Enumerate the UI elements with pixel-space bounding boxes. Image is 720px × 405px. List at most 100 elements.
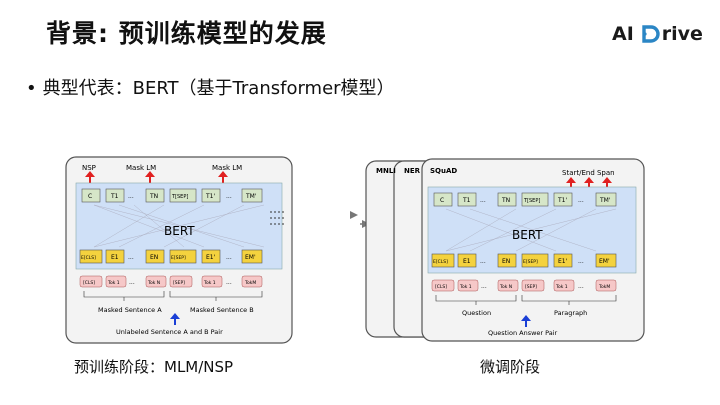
output-token-label: T1' [557, 197, 567, 204]
pretrain-diagram: NSP Mask LM Mask LM BERT C T1 ... TN T[S… [65, 156, 293, 344]
embedding-token-label: E1' [206, 254, 216, 261]
input-token [79, 275, 103, 288]
nsp-arrow-icon [85, 171, 95, 183]
output-token-label: T1' [205, 193, 215, 200]
output-token-label: C [440, 197, 444, 204]
input-token [553, 279, 575, 292]
masked-sentence-b: Masked Sentence B [190, 306, 254, 314]
input-arrow-icon [170, 313, 180, 325]
embedding-token [241, 249, 263, 264]
output-token-label: T1 [462, 197, 471, 204]
output-token [241, 188, 263, 203]
output-token-label: T[SEP] [171, 194, 188, 200]
input-arrow-icon [521, 315, 531, 327]
logo-d-icon [642, 25, 660, 43]
input-token [241, 275, 263, 288]
bullet-point: •典型代表：BERT（基于Transformer模型） [26, 74, 395, 100]
paragraph-label: Paragraph [554, 309, 587, 317]
embedding-token-label: EN [150, 254, 158, 261]
input-token-row: [CLS] Tok 1 ... Tok N [SEP] Tok 1 ... To… [431, 279, 617, 292]
input-ellipsis: ... [481, 283, 487, 290]
slide-title: 背景: 预训练模型的发展 [46, 19, 327, 48]
output-token-label: TM' [245, 193, 257, 200]
input-token [145, 275, 167, 288]
input-token [169, 275, 193, 288]
span-arrow-icon [566, 177, 576, 189]
finetune-diagram: MNLI NER SQuAD Start/End Span BERT C T1 … [365, 158, 645, 342]
output-token-row: C T1 ... TN T[SEP] T1' ... TM' [81, 188, 263, 203]
input-token-label: TokM [598, 284, 610, 290]
brand-logo: AI rive [612, 23, 703, 45]
input-token-label: Tok 1 [107, 280, 120, 286]
output-token-row: C T1 ... TN T[SEP] T1' ... TM' [433, 192, 617, 207]
bert-label: BERT [512, 228, 543, 242]
mask-lm-label-1: Mask LM [126, 164, 156, 172]
embedding-token-label: E[CLS] [433, 259, 448, 265]
mask-lm-label-2: Mask LM [212, 164, 242, 172]
input-token-label: Tok N [499, 284, 512, 290]
sentence-b-bracket [169, 291, 263, 301]
embedding-token-row: E[CLS] E1 ... EN E[SEP] E1' ... EM' [79, 249, 263, 264]
input-token-label: Tok 1 [459, 284, 472, 290]
input-token [457, 279, 479, 292]
span-arrow-icon [584, 177, 594, 189]
output-token-label: C [88, 193, 92, 200]
input-ellipsis: ... [129, 279, 135, 286]
output-ellipsis: ... [480, 197, 486, 204]
caption-pretrain: 预训练阶段：MLM/NSP [74, 358, 234, 376]
embedding-token-label: EN [502, 258, 510, 265]
attention-lines [93, 204, 265, 248]
embedding-token [457, 253, 477, 268]
output-token [105, 188, 125, 203]
input-ellipsis: ... [226, 279, 232, 286]
embedding-token-row: E[CLS] E1 ... EN E[SEP] E1' ... EM' [431, 253, 617, 268]
embedding-token [553, 253, 573, 268]
output-ellipsis: ... [578, 197, 584, 204]
input-token-label: TokM [244, 280, 256, 286]
input-token-row: [CLS] Tok 1 ... Tok N [SEP] Tok 1 ... To… [79, 275, 263, 288]
embedding-token-label: E1 [463, 258, 471, 265]
input-token-label: [CLS] [435, 284, 447, 290]
bullet-dot-icon: • [26, 78, 37, 99]
input-token-label: [CLS] [83, 280, 95, 286]
input-ellipsis: ... [578, 283, 584, 290]
output-token [145, 188, 165, 203]
embedding-ellipsis: ... [226, 254, 232, 261]
logo-text-ai: AI [612, 23, 634, 45]
output-token [81, 188, 101, 203]
embedding-token-label: E[SEP] [523, 259, 538, 265]
output-token [457, 192, 477, 207]
input-token-label: Tok 1 [203, 280, 216, 286]
embedding-token [497, 253, 517, 268]
embedding-ellipsis: ... [480, 258, 486, 265]
span-label: Start/End Span [562, 169, 615, 177]
connector-arrows [270, 211, 374, 228]
logo-text-rive: rive [661, 23, 703, 45]
embedding-token-label: E1' [558, 258, 568, 265]
paragraph-bracket [521, 295, 617, 305]
input-token-label: [SEP] [525, 284, 537, 290]
embedding-token [169, 249, 197, 264]
nsp-label: NSP [82, 164, 96, 172]
tab-squad: SQuAD [430, 167, 457, 175]
qa-pair-label: Question Answer Pair [488, 329, 558, 337]
span-arrow-icon [602, 177, 612, 189]
output-ellipsis: ... [226, 193, 232, 200]
embedding-ellipsis: ... [128, 254, 134, 261]
output-token [433, 192, 453, 207]
output-token-label: TN [149, 193, 158, 200]
output-token-label: TN [501, 197, 510, 204]
question-label: Question [462, 309, 491, 317]
input-token-label: Tok N [147, 280, 160, 286]
input-token [521, 279, 545, 292]
input-token [105, 275, 127, 288]
bullet-text: 典型代表：BERT（基于Transformer模型） [42, 78, 395, 99]
embedding-token [105, 249, 125, 264]
output-token [169, 188, 197, 203]
embedding-token [201, 249, 221, 264]
embedding-token-label: E[SEP] [171, 255, 186, 261]
unlabeled-pair-label: Unlabeled Sentence A and B Pair [116, 328, 223, 336]
embedding-token [595, 253, 617, 268]
embedding-token-label: EM' [245, 254, 256, 261]
caption-finetune: 微调阶段 [480, 358, 541, 376]
